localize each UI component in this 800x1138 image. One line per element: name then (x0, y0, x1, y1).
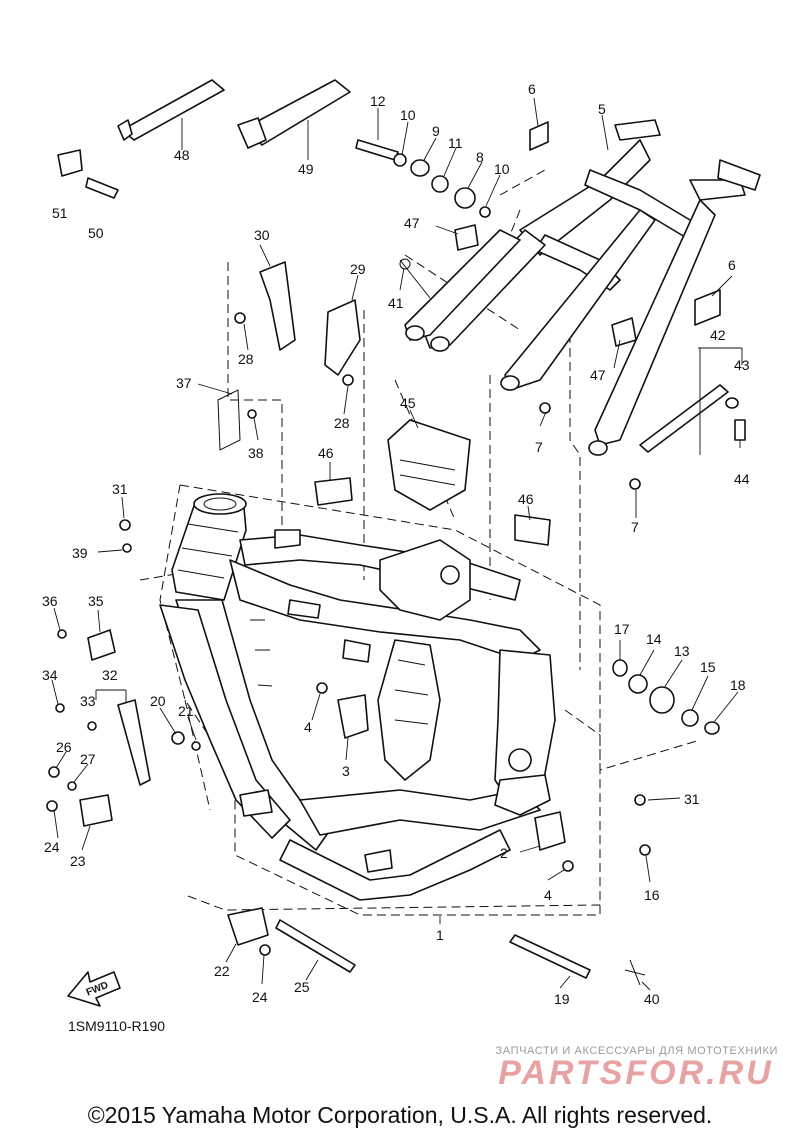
callout-12: 12 (370, 93, 386, 109)
callout-7-lower: 7 (631, 519, 639, 535)
callout-33: 33 (80, 693, 96, 709)
callout-13: 13 (674, 643, 690, 659)
callout-24-left: 24 (44, 839, 60, 855)
callout-51: 51 (52, 205, 68, 221)
main-frame (159, 493, 556, 901)
callout-27: 27 (80, 751, 96, 767)
callout-47-lower: 47 (590, 367, 606, 383)
callout-7-upper: 7 (535, 439, 543, 455)
diagram-reference-code: 1SM9110-R190 (68, 1018, 166, 1034)
callout-15: 15 (700, 659, 716, 675)
callout-47-upper: 47 (404, 215, 420, 231)
callout-45: 45 (400, 395, 416, 411)
callout-36: 36 (42, 593, 58, 609)
callout-4-lower: 4 (544, 887, 552, 903)
callout-41: 41 (388, 295, 404, 311)
callout-21: 21 (178, 703, 194, 719)
callout-20: 20 (150, 693, 166, 709)
leader-lines (51, 97, 743, 991)
callout-49: 49 (298, 161, 314, 177)
rear-subframe (404, 119, 761, 456)
callout-5: 5 (598, 101, 606, 117)
callout-43: 43 (734, 357, 750, 373)
fwd-arrow-icon: FWD (67, 971, 121, 1007)
callout-25: 25 (294, 979, 310, 995)
callout-31-right: 31 (684, 791, 700, 807)
callout-28-lower: 28 (334, 415, 350, 431)
callout-44: 44 (734, 471, 750, 487)
copyright-notice: ©2015 Yamaha Motor Corporation, U.S.A. A… (87, 1102, 713, 1128)
callout-3: 3 (342, 763, 350, 779)
callout-10-upper: 10 (400, 107, 416, 123)
callout-40: 40 (644, 991, 660, 1007)
callout-24-bottom: 24 (252, 989, 268, 1005)
watermark-tagline: ЗАПЧАСТИ И АКСЕССУАРЫ ДЛЯ МОТОТЕХНИКИ (495, 1045, 778, 1057)
callout-35: 35 (88, 593, 104, 609)
callout-48: 48 (174, 147, 190, 163)
callout-16: 16 (644, 887, 660, 903)
callout-18: 18 (730, 677, 746, 693)
callout-38: 38 (248, 445, 264, 461)
callout-10-lower: 10 (494, 161, 510, 177)
callout-22: 22 (214, 963, 230, 979)
callout-6-upper: 6 (528, 81, 536, 97)
callout-4-upper: 4 (304, 719, 312, 735)
watermark-logo: PARTSFOR.RU (488, 1052, 784, 1094)
callout-46-upper: 46 (318, 445, 334, 461)
callout-26: 26 (56, 739, 72, 755)
callout-29: 29 (350, 261, 366, 277)
callout-1: 1 (436, 927, 444, 943)
callout-50: 50 (88, 225, 104, 241)
callout-30: 30 (254, 227, 270, 243)
callout-28-upper: 28 (238, 351, 254, 367)
callout-labels: 1 2 3 4 4 5 6 6 7 7 8 9 10 10 11 12 13 1… (42, 81, 750, 1007)
callout-46-lower: 46 (518, 491, 534, 507)
callout-17: 17 (614, 621, 630, 637)
callout-6-lower: 6 (728, 257, 736, 273)
callout-14: 14 (646, 631, 662, 647)
callout-19: 19 (554, 991, 570, 1007)
callout-31-left: 31 (112, 481, 128, 497)
callout-11: 11 (448, 135, 463, 151)
callout-32: 32 (102, 667, 118, 683)
callout-2: 2 (500, 845, 508, 861)
callout-42: 42 (710, 327, 726, 343)
callout-23: 23 (70, 853, 86, 869)
callout-39: 39 (72, 545, 88, 561)
callout-9: 9 (432, 123, 440, 139)
watermark-logo-text: PARTSFOR.RU (498, 1054, 774, 1092)
callout-8: 8 (476, 149, 484, 165)
callout-37: 37 (176, 375, 192, 391)
callout-34: 34 (42, 667, 58, 683)
small-parts (46, 79, 746, 986)
